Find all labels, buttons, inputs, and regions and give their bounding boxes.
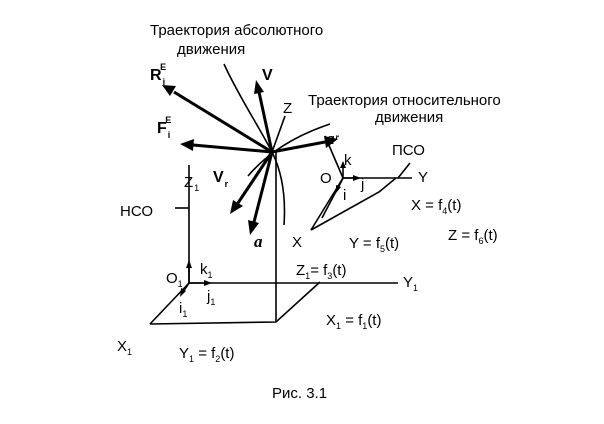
labels: Траектория абсолютного движения Траектор… — [117, 22, 501, 402]
pso-label: ПСО — [392, 142, 425, 159]
k1-label: k1 — [200, 261, 213, 280]
X1-equation: X1 = f1(t) — [326, 312, 381, 331]
Z1-equation: Z1= f3(t) — [296, 262, 346, 281]
i1-arrowhead — [180, 288, 186, 297]
a-label: a — [254, 232, 263, 251]
relative-trajectory — [247, 123, 331, 177]
F-vector — [192, 143, 273, 154]
ar-label: ar — [326, 129, 340, 148]
j-label: j — [360, 176, 364, 193]
X-equation: X = f4(t) — [411, 197, 461, 216]
projection-parallelogram — [149, 281, 321, 325]
Vr-label: Vr — [213, 169, 229, 189]
figure-caption: Рис. 3.1 — [272, 385, 327, 402]
k-label: k — [344, 152, 352, 169]
a-arrowhead — [248, 220, 259, 235]
i-arrowhead — [336, 185, 341, 193]
fixed-frame — [149, 150, 398, 325]
j-arrowhead — [353, 175, 361, 181]
pso-tick — [397, 162, 411, 179]
abs-trajectory-label-line2: движения — [177, 41, 245, 58]
F-arrowhead — [180, 139, 194, 151]
R-arrowhead — [162, 85, 176, 96]
i-label: i — [343, 187, 346, 204]
k-arrowhead — [340, 161, 346, 168]
relative-trajectory-pointer — [271, 115, 286, 153]
V-arrowhead — [254, 80, 264, 94]
Y1-axis-label: Y1 — [403, 274, 418, 293]
V-label: V — [262, 67, 273, 84]
ar-vector — [271, 140, 326, 154]
j1-label: j1 — [206, 288, 215, 307]
X-axis-label: X — [292, 234, 302, 251]
Y-equation: Y = f5(t) — [349, 235, 399, 254]
Vr-vector — [236, 151, 274, 204]
rel-trajectory-label-line1: Траектория относительного — [308, 92, 501, 109]
Z-equation: Z = f6(t) — [448, 227, 498, 246]
j1-arrowhead — [204, 280, 212, 286]
F-label: FiE — [157, 115, 171, 140]
Z1-axis-label: Z1 — [184, 174, 199, 193]
R-label: RiE — [150, 62, 166, 87]
a-vector — [252, 151, 274, 223]
X1-axis-label: X1 — [117, 338, 132, 357]
V-vector — [257, 91, 274, 153]
R-vector — [173, 90, 273, 154]
Y-axis-label: Y — [418, 169, 428, 186]
vectors — [162, 80, 338, 235]
rel-trajectory-label-line2: движения — [375, 109, 443, 126]
O-label: O — [320, 170, 332, 187]
Y1-equation: Y1 = f2(t) — [179, 345, 234, 364]
moving-projection — [310, 177, 397, 231]
i1-label: i1 — [179, 300, 187, 319]
k1-arrowhead — [186, 260, 192, 268]
Vr-arrowhead — [230, 200, 243, 214]
O1-label: O1 — [166, 270, 183, 289]
abs-trajectory-label-line1: Траектория абсолютного — [150, 22, 323, 39]
ar-arrowhead — [324, 136, 338, 148]
Z-axis-label: Z — [283, 100, 292, 117]
nso-label: НСО — [120, 203, 153, 220]
